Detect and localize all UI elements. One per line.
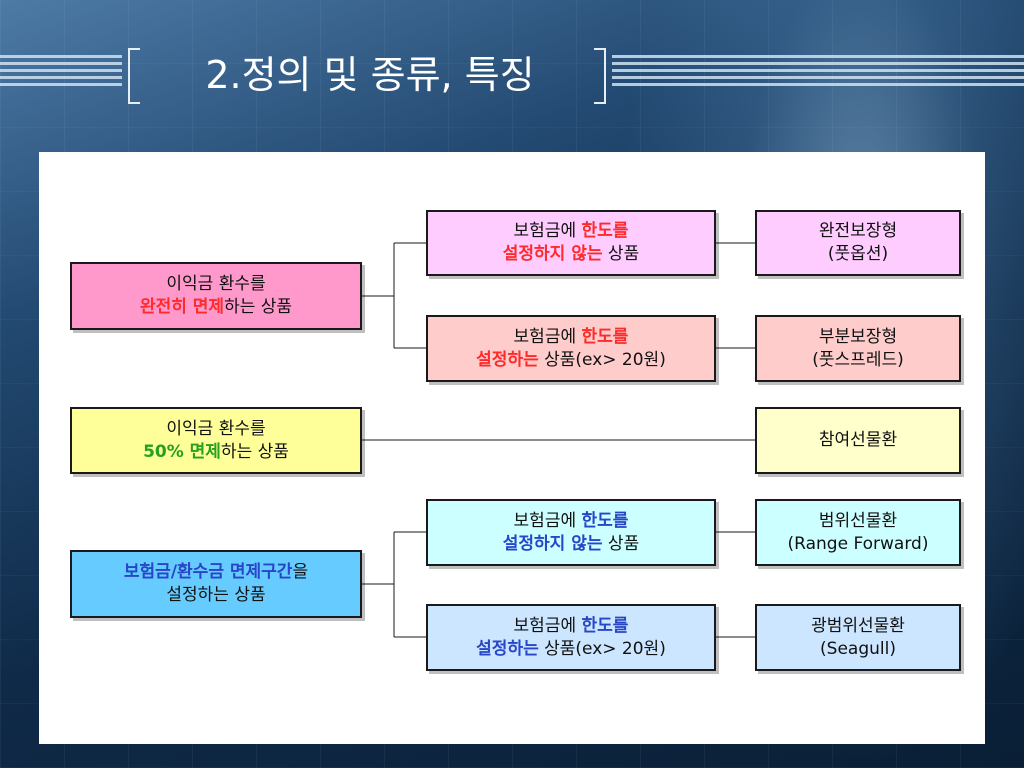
middle-box-1-rest: 상품 (602, 244, 640, 264)
left-box-2-highlight: 50% 면제 (143, 441, 221, 462)
right-box-5-line1: 광범위선물환 (811, 615, 905, 636)
middle-box-3-line1: 보험금에 한도를 (514, 510, 629, 533)
title-bracket-right (594, 48, 606, 104)
middle-box-3-line2: 설정하지 않는 상품 (503, 533, 639, 556)
middle-box-4-line1: 보험금에 한도를 (514, 615, 629, 638)
middle-box-3-highlight1: 한도를 (581, 510, 629, 531)
left-box-3-line1: 보험금/환수금 면제구간을 (124, 561, 308, 584)
middle-box-4-highlight2: 설정하는 (476, 638, 539, 659)
middle-box-1-highlight2: 설정하지 않는 (502, 244, 603, 264)
middle-box-2-prefix: 보험금에 (513, 326, 582, 347)
right-box-range-forward: 범위선물환 (Range Forward) (755, 499, 961, 566)
middle-box-1-prefix: 보험금에 (513, 221, 582, 241)
middle-box-2-highlight1: 한도를 (581, 326, 629, 347)
title-deco-lines-right (612, 55, 1024, 99)
right-box-participating-forward: 참여선물환 (755, 407, 961, 474)
left-box-3-line2: 설정하는 상품 (166, 585, 266, 605)
left-box-1-line1: 이익금 환수를 (166, 274, 266, 294)
middle-box-with-limit-2: 보험금에 한도를 설정하는 상품(ex> 20원) (426, 604, 716, 671)
right-box-seagull: 광범위선물환 (Seagull) (755, 604, 961, 671)
right-box-4-line1: 범위선물환 (818, 510, 898, 531)
right-box-4-line2: (Range Forward) (787, 533, 929, 554)
right-box-3-line1: 참여선물환 (818, 430, 898, 450)
right-box-1-line1: 완전보장형 (818, 221, 898, 241)
middle-box-2-line2: 설정하는 상품(ex> 20원) (476, 349, 666, 372)
middle-box-4-highlight1: 한도를 (581, 615, 629, 636)
left-box-1-highlight: 완전히 면제 (139, 297, 225, 317)
right-box-partial-protection: 부분보장형 (풋스프레드) (755, 315, 961, 382)
left-box-3-highlight: 보험금/환수금 면제구간 (123, 562, 293, 582)
left-box-half-exemption: 이익금 환수를 50% 면제하는 상품 (70, 407, 362, 474)
left-box-2-line2: 50% 면제하는 상품 (143, 441, 289, 464)
middle-box-2-line1: 보험금에 한도를 (514, 326, 629, 349)
title-bracket-left (128, 48, 140, 104)
middle-box-4-rest: 상품(ex> 20원) (538, 638, 666, 659)
middle-box-2-rest: 상품(ex> 20원) (538, 349, 666, 370)
middle-box-4-prefix: 보험금에 (513, 615, 582, 636)
right-box-full-protection: 완전보장형 (풋옵션) (755, 210, 961, 276)
middle-box-1-line2: 설정하지 않는 상품 (503, 243, 639, 266)
middle-box-4-line2: 설정하는 상품(ex> 20원) (476, 638, 666, 661)
left-box-1-line2: 완전히 면제하는 상품 (140, 296, 292, 319)
left-box-1-rest: 하는 상품 (224, 297, 293, 317)
left-box-2-line1: 이익금 환수를 (166, 418, 266, 439)
middle-box-no-limit-2: 보험금에 한도를 설정하지 않는 상품 (426, 499, 716, 566)
left-box-3-rest: 을 (292, 562, 309, 582)
middle-box-3-highlight2: 설정하지 않는 (502, 533, 603, 554)
middle-box-with-limit-1: 보험금에 한도를 설정하는 상품(ex> 20원) (426, 315, 716, 382)
right-box-2-line1: 부분보장형 (818, 326, 898, 347)
middle-box-1-line1: 보험금에 한도를 (514, 220, 629, 243)
right-box-1-line2: (풋옵션) (827, 244, 889, 264)
left-box-exemption-range: 보험금/환수금 면제구간을 설정하는 상품 (70, 550, 362, 618)
left-box-full-exemption: 이익금 환수를 완전히 면제하는 상품 (70, 262, 362, 330)
right-box-5-line2: (Seagull) (820, 638, 896, 659)
middle-box-no-limit-1: 보험금에 한도를 설정하지 않는 상품 (426, 210, 716, 276)
right-box-2-line2: (풋스프레드) (812, 349, 904, 370)
middle-box-1-highlight1: 한도를 (581, 221, 629, 241)
middle-box-3-prefix: 보험금에 (513, 510, 582, 531)
connector-lines (362, 242, 755, 638)
middle-box-2-highlight2: 설정하는 (476, 349, 539, 370)
page-title: 2.정의 및 종류, 특징 (205, 53, 535, 97)
diagram-panel: 이익금 환수를 완전히 면제하는 상품 이익금 환수를 50% 면제하는 상품 … (39, 152, 985, 744)
middle-box-3-rest: 상품 (602, 533, 640, 554)
title-deco-lines-left (0, 55, 122, 99)
left-box-2-rest: 하는 상품 (220, 441, 289, 462)
